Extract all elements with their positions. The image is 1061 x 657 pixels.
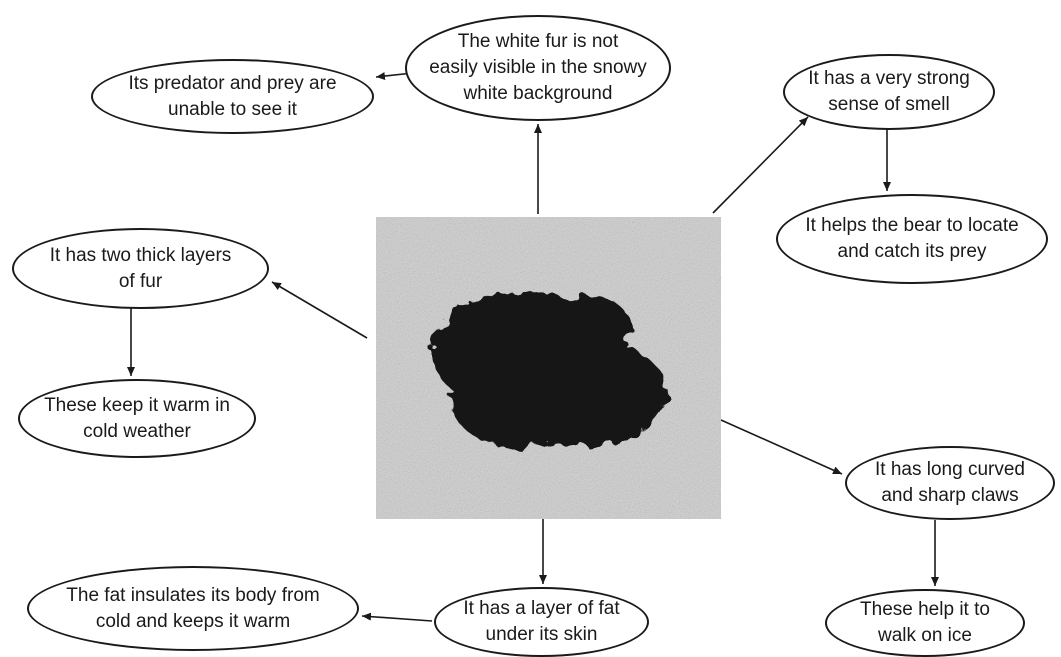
fat-insulates-node: The fat insulates its body from cold and…: [27, 566, 359, 651]
smell-node: It has a very strong sense of smell: [783, 54, 995, 130]
claws-node: It has long curved and sharp claws: [845, 446, 1055, 520]
polar-bear-photo: [376, 217, 721, 519]
two-layers-fur-node: It has two thick layers of fur: [12, 228, 269, 309]
arrow-photo-to-smell: [712, 116, 809, 214]
white-fur-node: The white fur is not easily visible in t…: [405, 15, 671, 121]
locate-prey-node: It helps the bear to locate and catch it…: [776, 194, 1048, 284]
keep-warm-node: These keep it warm in cold weather: [18, 379, 256, 458]
bear-silhouette: [431, 292, 666, 447]
arrow-photo-to-claws: [720, 419, 843, 475]
arrow-fat_layer-to-fat_insulates: [361, 612, 433, 622]
predator-prey-node: Its predator and prey are unable to see …: [91, 59, 374, 134]
photo-texture: [376, 217, 721, 519]
arrow-photo-to-two_layers: [271, 281, 368, 339]
fat-layer-node: It has a layer of fat under its skin: [434, 587, 649, 657]
walk-on-ice-node: These help it to walk on ice: [825, 589, 1025, 657]
